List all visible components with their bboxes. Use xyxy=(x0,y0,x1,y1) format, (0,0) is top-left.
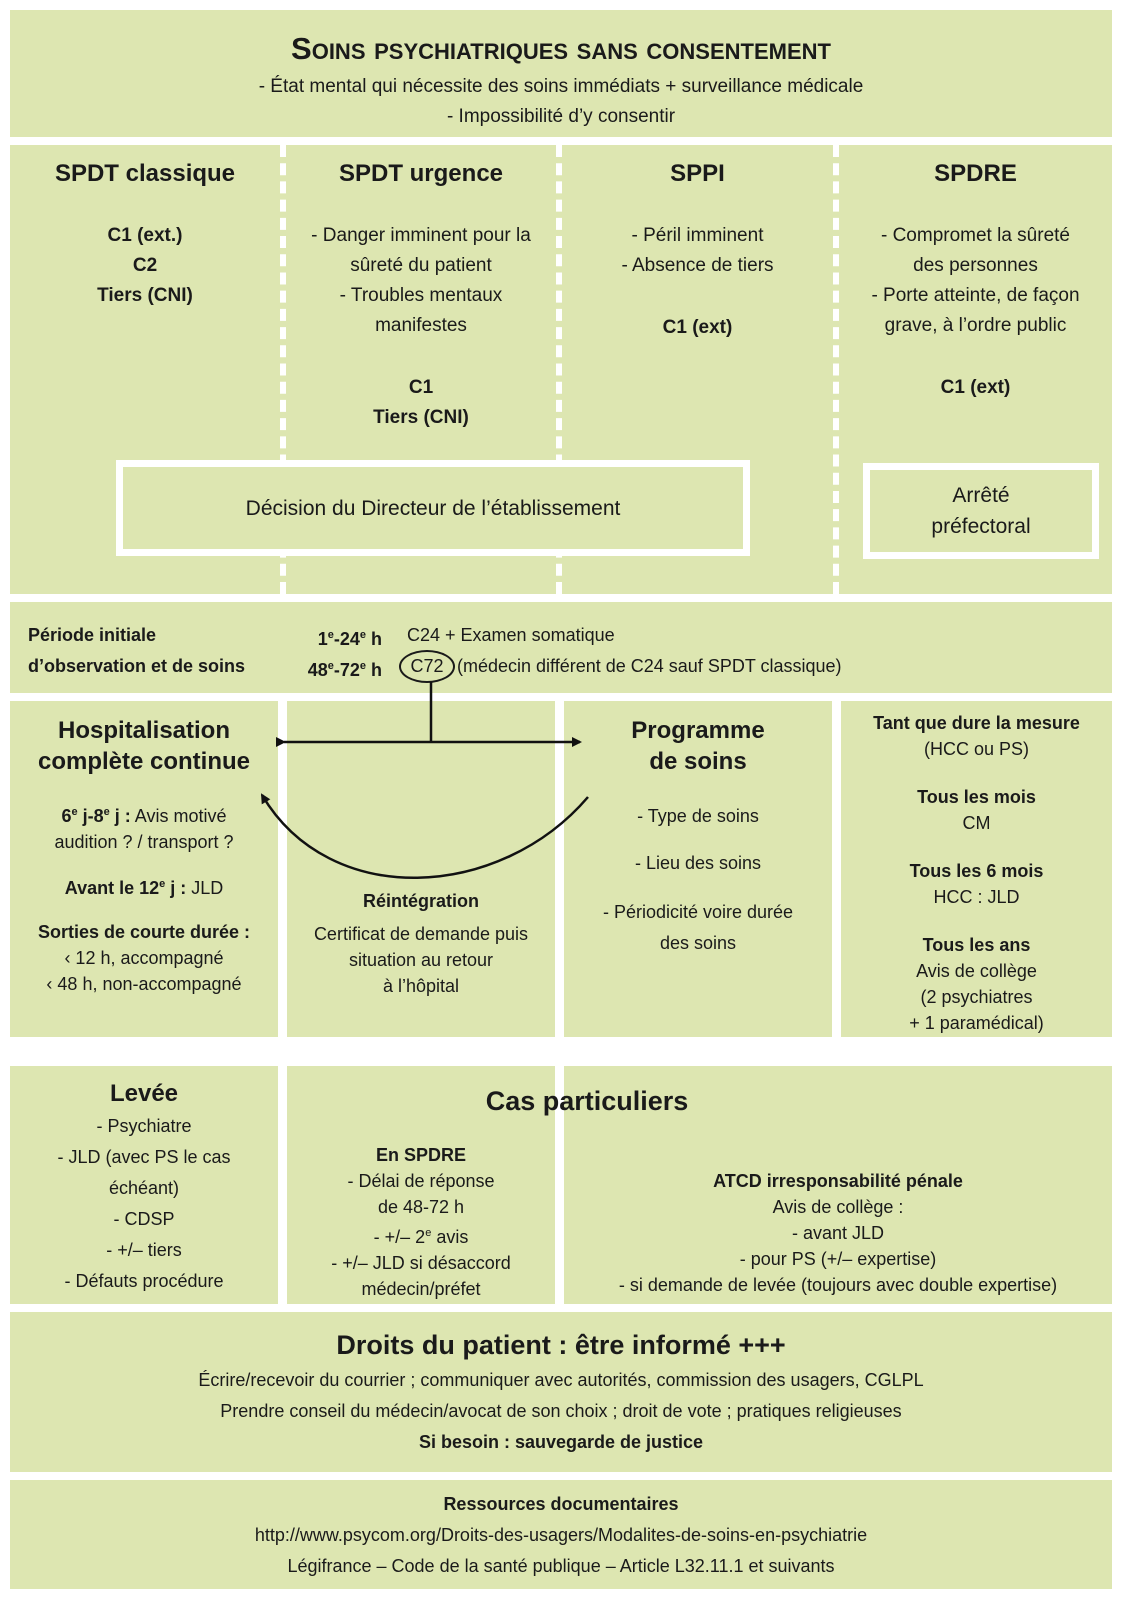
psycom-link[interactable]: http://www.psycom.org/Droits-des-usagers… xyxy=(254,1525,868,1545)
spdre-criteria-2b: grave, à l’ordre public xyxy=(884,315,1067,336)
reintegration-block: Réintégration Certificat de demande puis… xyxy=(287,888,555,999)
programme-panel: Programme de soins - Type de soins - Lie… xyxy=(564,701,832,1037)
programme-title: Programme de soins xyxy=(631,717,765,775)
levee-block: Levée - Psychiatre - JLD (avec PS le cas… xyxy=(10,1077,278,1297)
arrete-label: Arrêté xyxy=(952,484,1010,507)
sppi-c1: C1 (ext) xyxy=(662,317,733,338)
sppi-criteria-2: - Absence de tiers xyxy=(621,255,774,276)
divider-3 xyxy=(833,145,839,594)
tiers-cni: Tiers (CNI) xyxy=(97,285,193,306)
sppi-title: SPPI xyxy=(670,160,725,187)
condition-1: - État mental qui nécessite des soins im… xyxy=(258,76,864,97)
programme-item-2: - Lieu des soins xyxy=(634,853,762,873)
modes-panel: SPDT classique C1 (ext.) C2 Tiers (CNI) … xyxy=(10,145,1112,594)
sppi-criteria-1: - Péril imminent xyxy=(631,225,764,246)
column-sppi: SPPI - Péril imminent - Absence de tiers… xyxy=(562,159,833,343)
certificat-c2: C2 xyxy=(132,255,158,276)
reintegration-title: Réintégration xyxy=(362,891,479,911)
spdre-c1: C1 (ext) xyxy=(940,377,1011,398)
divider-2 xyxy=(556,145,562,594)
periode-label: Période initiale d’observation et de soi… xyxy=(28,625,246,676)
decision-directeur-box: Décision du Directeur de l’établissement xyxy=(116,460,750,556)
reintegration-panel: Réintégration Certificat de demande puis… xyxy=(287,701,555,1037)
urgence-c1: C1 xyxy=(408,377,434,398)
spdre-criteria-2: - Porte atteinte, de façon xyxy=(871,285,1080,306)
certificat-c1: C1 (ext.) xyxy=(107,225,183,246)
periode-panel: Période initiale d’observation et de soi… xyxy=(10,602,1112,693)
droits-title: Droits du patient : être informé +++ xyxy=(336,1330,786,1360)
urgence-criteria-2b: manifestes xyxy=(375,315,467,336)
column-spdt-urgence: SPDT urgence - Danger imminent pour la s… xyxy=(286,159,556,433)
decision-directeur-label: Décision du Directeur de l’établissement xyxy=(245,496,621,520)
periode-time-2: 48e-72e h xyxy=(307,660,382,680)
spdre-title: SPDRE xyxy=(934,160,1017,187)
droits-list: Écrire/recevoir du courrier ; communique… xyxy=(198,1370,924,1452)
ressources-block: Ressources documentaires http://www.psyc… xyxy=(10,1489,1112,1582)
hcc-avis-motive: 6e j-8e j : Avis motivé audition ? / tra… xyxy=(54,806,234,852)
urgence-criteria-1: - Danger imminent pour la xyxy=(311,225,531,246)
hcc-jld: Avant le 12e j : JLD xyxy=(64,878,224,898)
cas-spdre-panel xyxy=(287,1066,555,1304)
periode-c24-text: C24 + Examen somatique xyxy=(407,625,615,645)
c72-circled: C72 xyxy=(399,650,455,683)
urgence-tiers: Tiers (CNI) xyxy=(373,407,469,428)
main-title: Soins psychiatriques sans consentement xyxy=(291,31,831,66)
divider-1 xyxy=(280,145,286,594)
hcc-sorties: Sorties de courte durée : ‹ 12 h, accomp… xyxy=(37,922,251,994)
periode-c72-text: (médecin différent de C24 sauf SPDT clas… xyxy=(457,656,842,676)
cas-atcd-block: ATCD irresponsabilité pénale Avis de col… xyxy=(618,1171,1058,1295)
suivi-block: Tant que dure la mesure (HCC ou PS) Tous… xyxy=(873,713,1080,1033)
cas-spdre-block: En SPDRE - Délai de réponse de 48-72 h -… xyxy=(331,1145,511,1299)
column-spdre: SPDRE - Compromet la sûreté des personne… xyxy=(839,159,1112,403)
programme-item-1: - Type de soins xyxy=(637,806,759,826)
hcc-title: Hospitalisation complète continue xyxy=(37,717,251,775)
periode-time-1: 1e-24e h xyxy=(317,629,382,649)
spdre-criteria-1b: des personnes xyxy=(913,255,1038,276)
ressources-panel: Ressources documentaires http://www.psyc… xyxy=(10,1480,1112,1589)
cas-atcd-panel xyxy=(564,1066,1112,1304)
programme-item-3: - Périodicité voire durée des soins xyxy=(602,902,794,953)
arrete-prefectoral-box: Arrêté préfectoral xyxy=(863,463,1099,559)
suivi-panel: Tant que dure la mesure (HCC ou PS) Tous… xyxy=(841,701,1112,1037)
droits-panel: Droits du patient : être informé +++ Écr… xyxy=(10,1312,1112,1472)
hcc-panel: Hospitalisation complète continue 6e j-8… xyxy=(10,701,278,1037)
prefectoral-label: préfectoral xyxy=(931,515,1031,538)
levee-title: Levée xyxy=(109,1080,179,1107)
urgence-criteria-1b: sûreté du patient xyxy=(350,255,492,276)
title-panel: Soins psychiatriques sans consentement -… xyxy=(10,10,1112,137)
levee-panel: Levée - Psychiatre - JLD (avec PS le cas… xyxy=(10,1066,278,1304)
spdre-criteria-1: - Compromet la sûreté xyxy=(880,225,1070,246)
condition-2: - Impossibilité d’y consentir xyxy=(446,106,676,127)
spdt-urgence-title: SPDT urgence xyxy=(338,160,504,187)
column-spdt-classique: SPDT classique C1 (ext.) C2 Tiers (CNI) xyxy=(10,159,280,311)
spdt-classique-title: SPDT classique xyxy=(54,160,236,187)
urgence-criteria-2: - Troubles mentaux xyxy=(339,285,503,306)
cas-particuliers-title: Cas particuliers xyxy=(485,1086,689,1116)
